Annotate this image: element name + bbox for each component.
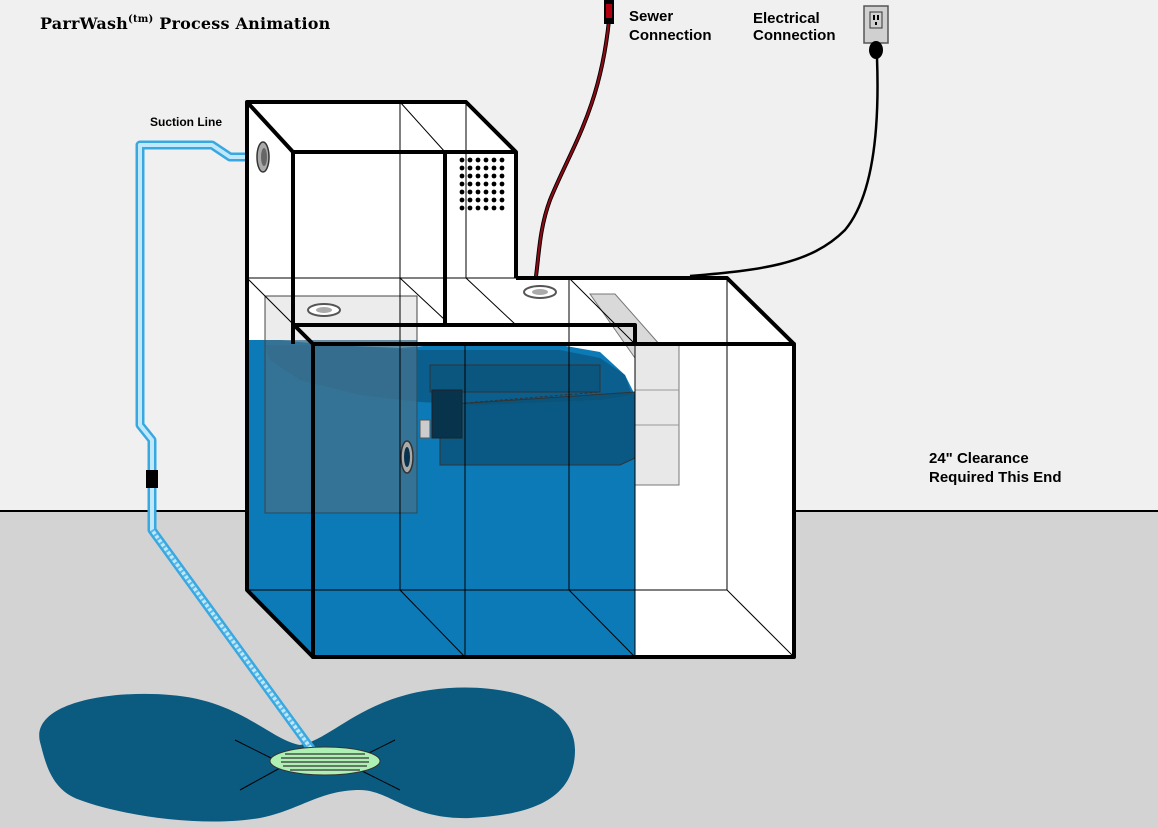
floor-drain-icon [234, 739, 401, 791]
electrical-label-line2: Connection [753, 27, 836, 44]
clearance-label-line2: Required This End [929, 469, 1062, 486]
title-main: ParrWash [40, 14, 129, 33]
washer-cabinet [245, 100, 796, 659]
title-superscript: (tm) [128, 14, 154, 25]
sewer-label-line1: Sewer [629, 8, 674, 25]
suction-hose [135, 140, 316, 753]
title-rest: Process Animation [153, 14, 331, 33]
sewer-label-line2: Connection [629, 27, 712, 44]
page-title: ParrWash(tm) Process Animation [40, 14, 331, 33]
suction-line-label: Suction Line [150, 115, 222, 129]
clearance-label-line1: 24" Clearance [929, 450, 1029, 467]
clearance-label: 24" Clearance Required This End [929, 449, 1129, 487]
electrical-outlet-icon [863, 5, 889, 59]
electrical-connection-label: Electrical Connection [753, 10, 863, 44]
vent-grille-icon [459, 157, 505, 211]
electrical-cord [689, 57, 879, 278]
sewer-connection-label: Sewer Connection [629, 7, 739, 45]
electrical-label-line1: Electrical [753, 10, 820, 27]
